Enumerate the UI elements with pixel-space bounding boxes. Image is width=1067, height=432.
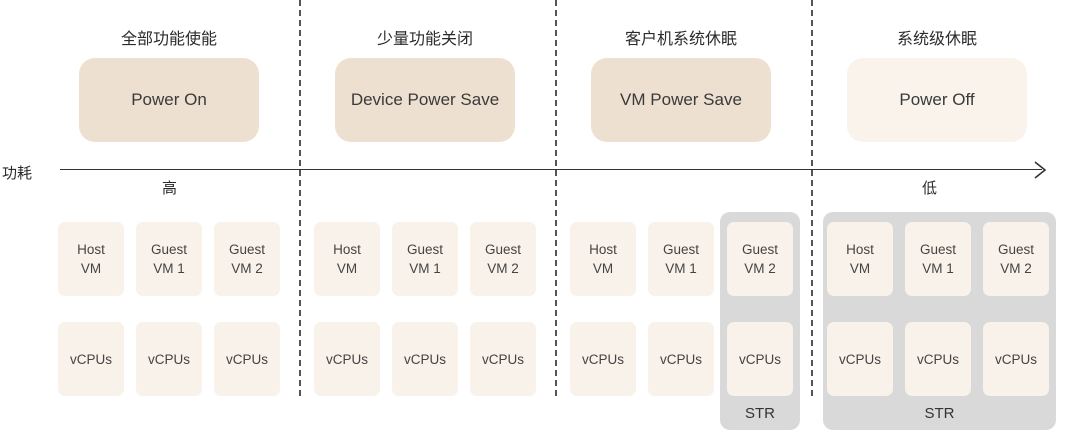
vcpu-cell: vCPUs	[905, 322, 971, 396]
column-title-vm-power-save: 客户机系统休眠	[624, 29, 737, 48]
state-device-power-save: Device Power Save	[335, 58, 515, 142]
vcpu-cell: vCPUs	[983, 322, 1049, 396]
vcpu-cell: vCPUs	[827, 322, 893, 396]
vcpu-cell: vCPUs	[392, 322, 458, 396]
vcpu-cell: vCPUs	[470, 322, 536, 396]
state-power-off: Power Off	[847, 58, 1027, 142]
vcpu-cell: vCPUs	[727, 322, 793, 396]
arrow-right-icon	[1034, 161, 1047, 179]
column-divider	[555, 0, 557, 396]
column-divider	[811, 0, 813, 396]
state-vm-power-save: VM Power Save	[591, 58, 771, 142]
vcpu-cell: vCPUs	[136, 322, 202, 396]
column-divider	[299, 0, 301, 396]
vcpu-cell: vCPUs	[58, 322, 124, 396]
state-power-on: Power On	[79, 58, 259, 142]
vcpu-cell: vCPUs	[214, 322, 280, 396]
level-label-high: 高	[162, 179, 178, 197]
axis-label-power: 功耗	[2, 164, 33, 182]
column-title-device-power-save: 少量功能关闭	[376, 29, 473, 48]
vcpu-cell: vCPUs	[570, 322, 636, 396]
level-label-low: 低	[922, 179, 938, 197]
str-label: STR	[745, 405, 775, 422]
vcpu-cell: vCPUs	[648, 322, 714, 396]
vcpu-cell: vCPUs	[314, 322, 380, 396]
column-title-power-off: 系统级休眠	[896, 29, 977, 48]
str-label: STR	[924, 405, 955, 422]
column-title-power-on: 全部功能使能	[120, 29, 217, 48]
power-axis-line	[60, 169, 1042, 170]
